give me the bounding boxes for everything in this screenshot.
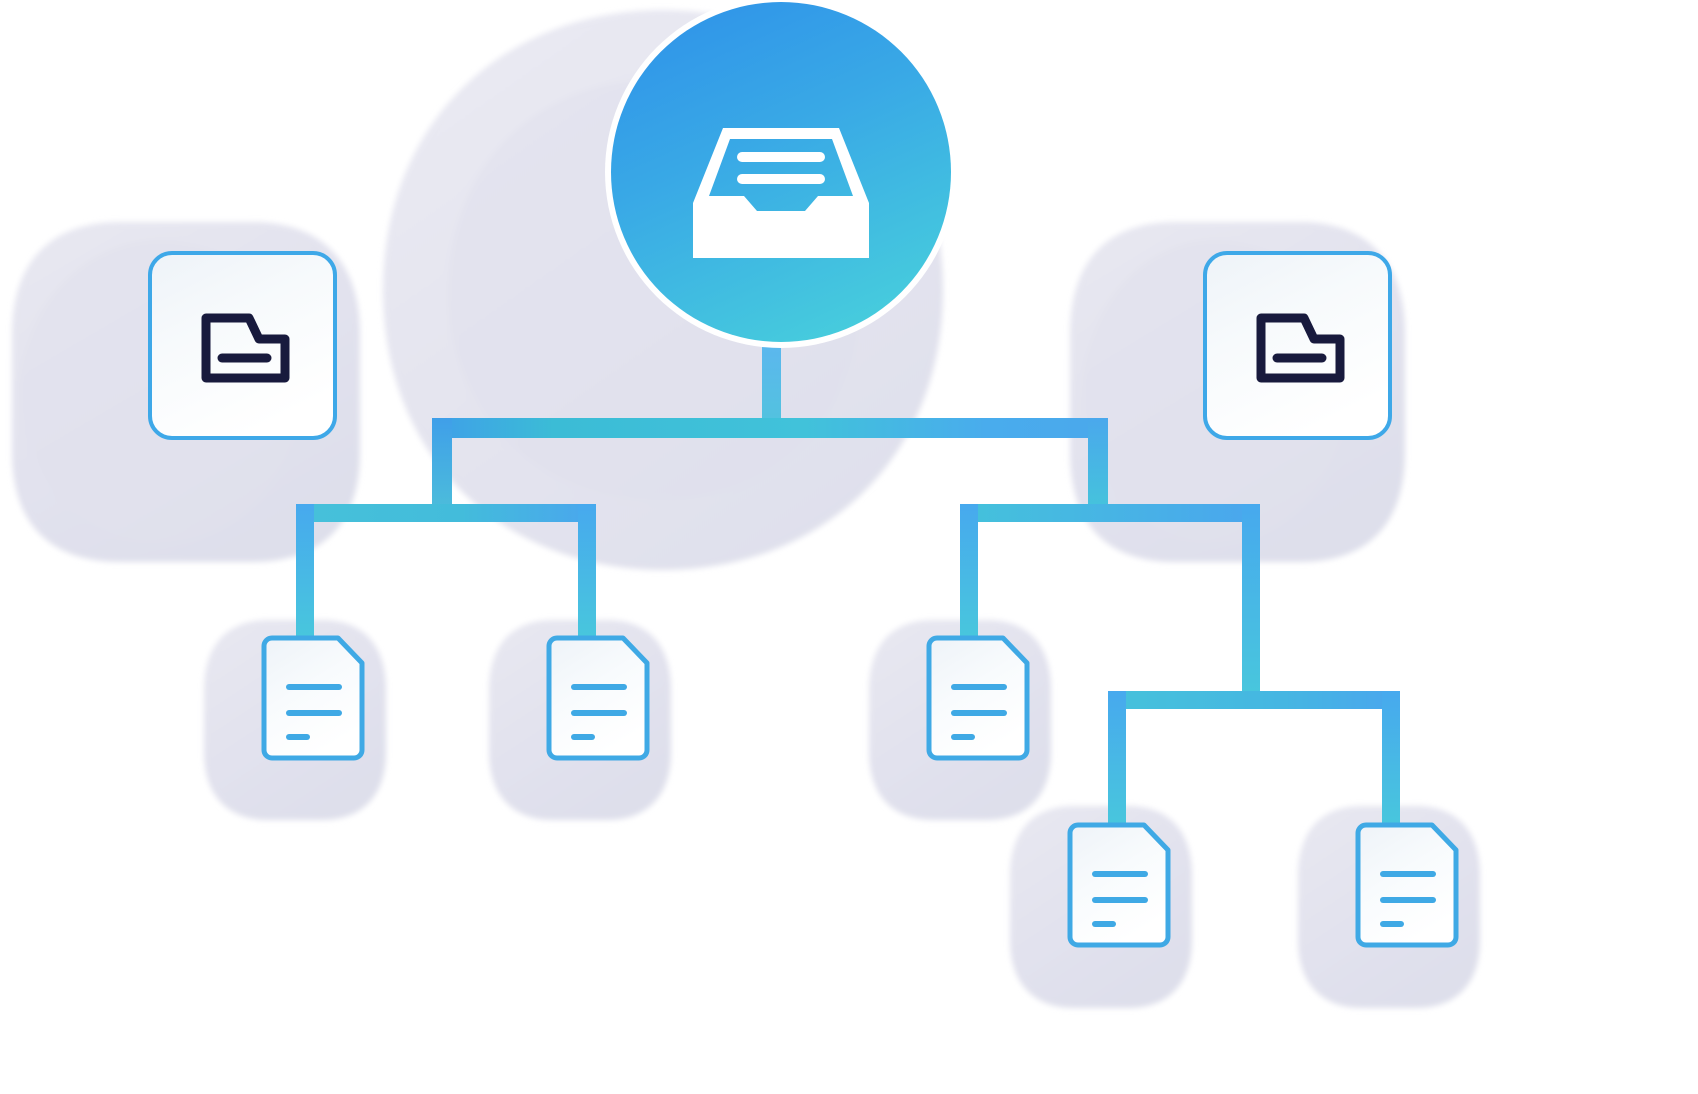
folder-icon — [1256, 313, 1345, 383]
document-lines — [1092, 871, 1148, 927]
document-node-2[interactable] — [546, 635, 650, 761]
document-icon — [926, 635, 1030, 761]
inbox-tray-icon — [693, 128, 869, 258]
document-node-4[interactable] — [1067, 822, 1171, 948]
connector-bus-horizontal — [432, 418, 1108, 438]
document-node-5[interactable] — [1355, 822, 1459, 948]
folder-icon — [201, 313, 290, 383]
connector-bus-right-drop — [1088, 418, 1108, 508]
folder-card-left — [148, 251, 337, 440]
document-icon — [1355, 822, 1459, 948]
document-lines — [571, 684, 627, 740]
document-icon — [1067, 822, 1171, 948]
inbox-circle — [611, 2, 951, 342]
connector-right-leg-down — [1242, 504, 1260, 692]
connector-root-stem — [762, 340, 781, 426]
document-icon — [546, 635, 650, 761]
connector-right-level2-bar — [960, 504, 1260, 522]
connector-left-leg-2 — [578, 504, 596, 636]
document-icon — [261, 635, 365, 761]
connector-level3-leg-2 — [1382, 691, 1400, 823]
connector-level3-leg-1 — [1108, 691, 1126, 823]
folder-node-left[interactable] — [148, 251, 337, 440]
connector-left-level2-bar — [296, 504, 596, 522]
folder-card-right — [1203, 251, 1392, 440]
inbox-node[interactable] — [605, 0, 957, 348]
document-node-3[interactable] — [926, 635, 1030, 761]
folder-node-right[interactable] — [1203, 251, 1392, 440]
connector-level3-bar — [1108, 691, 1400, 709]
connector-left-leg-1 — [296, 504, 314, 636]
connector-right-leg-1 — [960, 504, 978, 636]
document-node-1[interactable] — [261, 635, 365, 761]
document-lines — [286, 684, 342, 740]
connector-bus-left-drop — [432, 418, 452, 508]
document-lines — [1380, 871, 1436, 927]
document-lines — [951, 684, 1007, 740]
